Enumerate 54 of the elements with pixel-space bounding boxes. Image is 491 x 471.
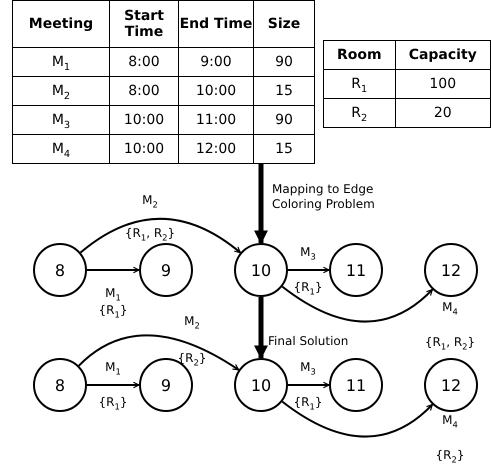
arrow — [282, 400, 434, 438]
arrow — [254, 164, 268, 244]
edge-label: M$_{3}$ {R$_{1}$} — [294, 360, 322, 410]
vertex-circle: 8 — [33, 358, 87, 412]
table-cell: 20 — [395, 98, 490, 128]
edge-label: M$_{3}$ {R$_{1}$} — [294, 245, 322, 295]
vertex-circle: 10 — [234, 243, 288, 297]
column-header: Meeting — [12, 0, 110, 48]
table-cell: M$_{3}$ — [12, 106, 110, 134]
table-cell: 12:00 — [178, 134, 254, 164]
vertex-circle: 12 — [424, 243, 478, 297]
table-cell: 90 — [254, 106, 314, 134]
column-header: End Time — [178, 0, 254, 48]
table-cell: 100 — [395, 70, 490, 98]
arrow — [80, 218, 241, 254]
column-header: Capacity — [395, 40, 490, 70]
table-cell: 15 — [254, 76, 314, 106]
edge-label: M$_{2}$ {R$_{1}$, R$_{2}$} — [124, 193, 176, 241]
edge-label: M$_{4}$ {R$_{1}$, R$_{2}$} — [424, 300, 476, 350]
table-cell: 10:00 — [110, 106, 178, 134]
arrow — [87, 382, 140, 388]
vertex-circle: 9 — [139, 243, 193, 297]
table-cell: 9:00 — [178, 48, 254, 76]
table-cell: M$_{2}$ — [12, 76, 110, 106]
vertex-circle: 8 — [33, 243, 87, 297]
table-cell: 8:00 — [110, 76, 178, 106]
vertex-circle: 11 — [329, 243, 383, 297]
table-cell: R$_{1}$ — [324, 70, 395, 98]
edge-label: M$_{1}$ {R$_{1}$} — [98, 360, 128, 410]
table-cell: M$_{1}$ — [12, 48, 110, 76]
table-cell: 11:00 — [178, 106, 254, 134]
column-header: Room — [324, 40, 395, 70]
edge-label: M$_{1}$ {R$_{1}$} — [98, 286, 128, 318]
table-cell: 10:00 — [178, 76, 254, 106]
table-cell: 10:00 — [110, 134, 178, 164]
table-cell: R$_{2}$ — [324, 98, 395, 128]
arrow — [254, 297, 268, 360]
edge-label: M$_{4}$ {R$_{2}$} — [436, 413, 464, 463]
column-header: Start Time — [110, 0, 178, 48]
table-cell: 8:00 — [110, 48, 178, 76]
table-cell: M$_{4}$ — [12, 134, 110, 164]
edge-label: Mapping to Edge Coloring Problem — [272, 182, 376, 212]
arrow — [282, 286, 434, 323]
vertex-circle: 12 — [424, 358, 478, 412]
arrow — [288, 382, 330, 388]
table-cell: 15 — [254, 134, 314, 164]
arrow — [87, 266, 140, 274]
table-cell: 90 — [254, 48, 314, 76]
arrow — [78, 334, 240, 371]
edge-label: Final Solution — [268, 334, 350, 349]
column-header: Size — [254, 0, 314, 48]
vertex-circle: 10 — [234, 358, 288, 412]
arrow — [288, 266, 330, 274]
vertex-circle: 11 — [329, 358, 383, 412]
